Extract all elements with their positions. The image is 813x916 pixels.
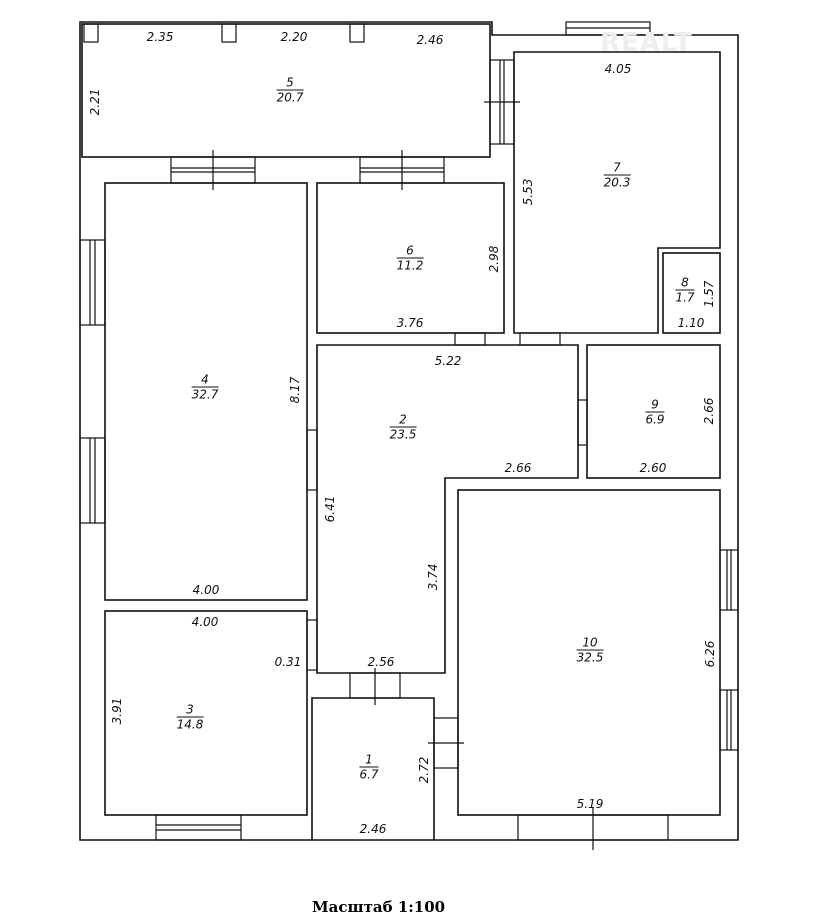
scale-label: Масштаб 1:100 (312, 898, 446, 916)
dim: 0.31 (274, 655, 302, 669)
dim: 2.66 (504, 461, 532, 475)
dim: 2.21 (88, 88, 102, 116)
watermark: REALT (600, 28, 693, 58)
dim: 5.19 (576, 797, 604, 811)
dim: 2.46 (359, 822, 387, 836)
dim: 5.22 (434, 354, 462, 368)
dim: 2.56 (367, 655, 395, 669)
room-3-outline (104, 610, 308, 816)
dim: 3.76 (396, 316, 424, 330)
dim: 3.91 (110, 697, 124, 725)
dim: 5.53 (521, 178, 535, 206)
dim: 2.98 (487, 245, 501, 273)
dim: 2.20 (280, 30, 308, 44)
dim: 6.41 (323, 495, 337, 523)
dim: 4.00 (191, 615, 219, 629)
door-marks (212, 101, 594, 850)
dim: 1.10 (677, 316, 705, 330)
dim: 6.26 (703, 640, 717, 668)
dim: 2.46 (416, 33, 444, 47)
dim: 2.66 (702, 397, 716, 425)
dim: 4.00 (192, 583, 220, 597)
dim: 3.74 (426, 563, 440, 591)
dim: 2.60 (639, 461, 667, 475)
room-7-outline (513, 51, 721, 334)
dim: 8.17 (288, 376, 302, 404)
room-2-outline (316, 344, 579, 674)
dim: 1.57 (702, 280, 716, 308)
room-8-outline (662, 252, 721, 334)
outer-wall (79, 21, 739, 841)
dim: 4.05 (604, 62, 632, 76)
dim: 2.72 (417, 756, 431, 784)
dim: 2.35 (146, 30, 174, 44)
